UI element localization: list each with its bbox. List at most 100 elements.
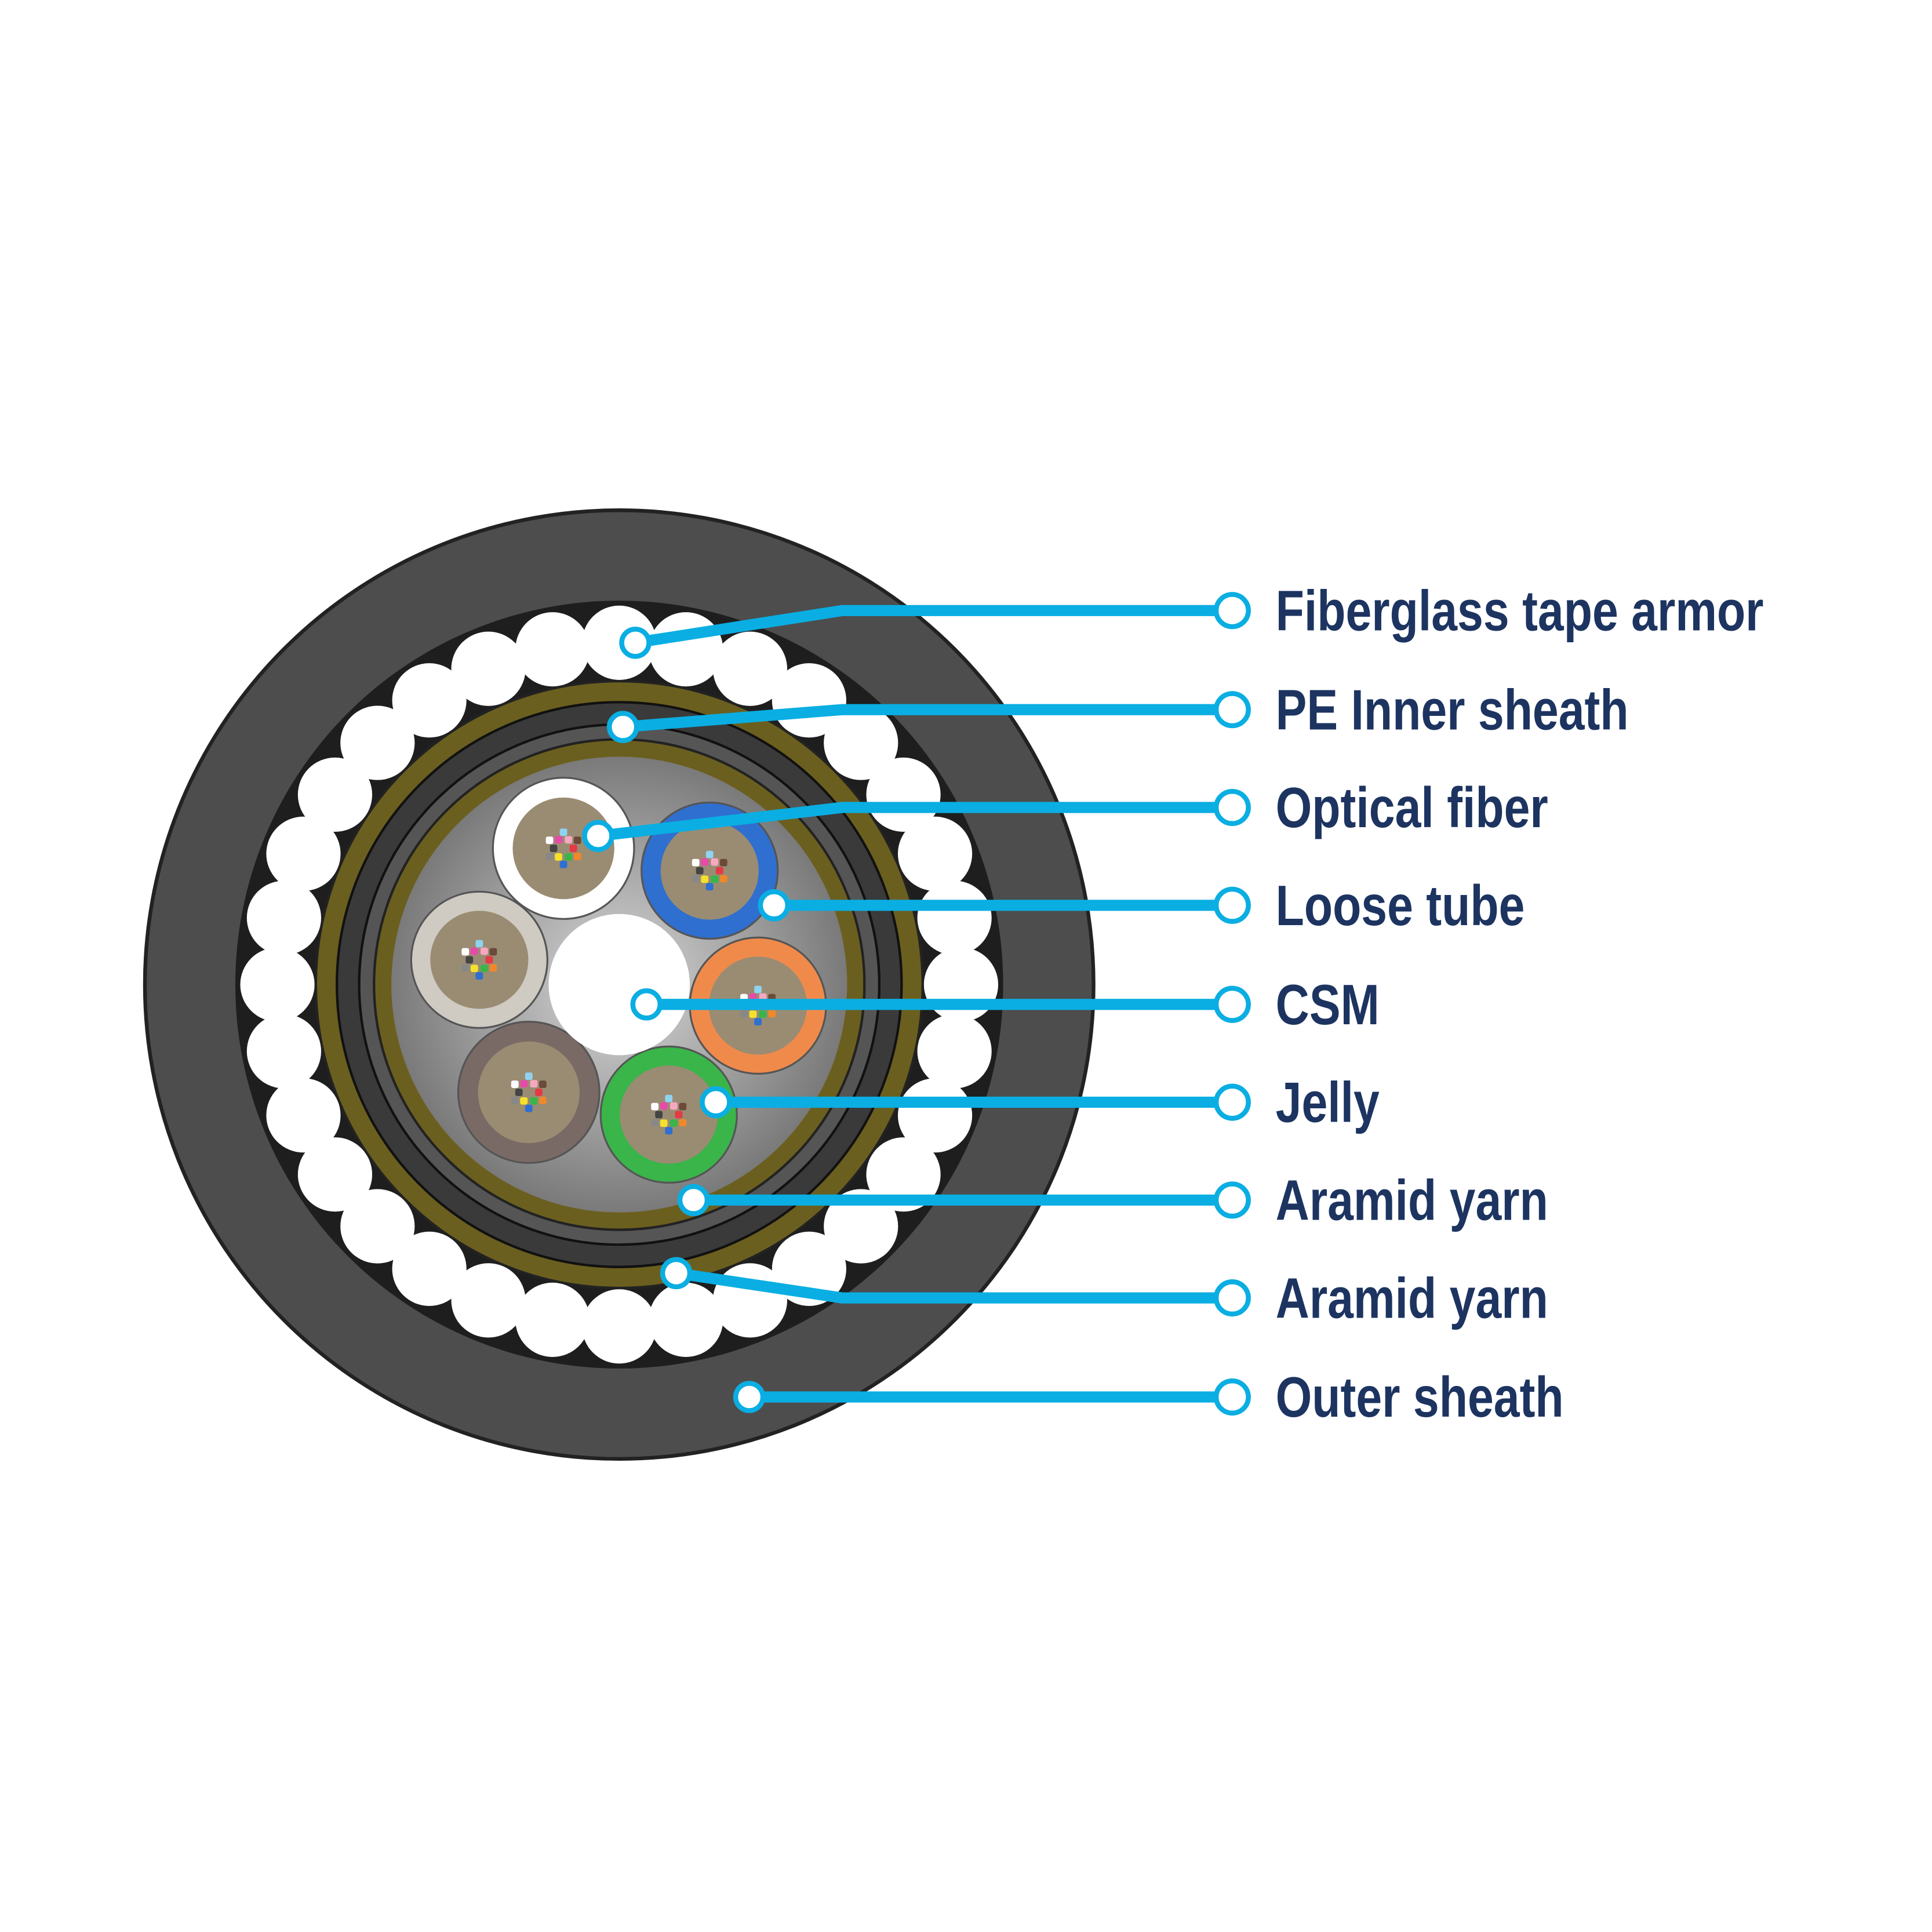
optical-fiber [539,1096,547,1104]
armor-bead [824,705,898,780]
optical-fiber [670,1102,678,1110]
armor-bead [649,1282,723,1357]
optical-fiber [470,965,478,973]
optical-fiber [461,964,470,972]
armor-bead [451,1263,526,1338]
optical-fiber [754,985,762,994]
optical-fiber [525,1104,533,1112]
optical-fiber [749,1010,757,1018]
armor-bead [824,1189,898,1264]
optical-fiber [565,836,573,844]
optical-fiber [719,858,727,867]
armor-bead [923,947,999,1022]
callout-loose-tube: Loose tube [758,875,1525,938]
callout-label: Aramid yarn [1276,1267,1548,1330]
callout-csm: CSM [630,973,1380,1037]
optical-fiber [660,1119,668,1127]
optical-fiber [719,875,727,883]
armor-bead [392,1231,467,1306]
optical-fiber [530,1080,538,1088]
callout-label: Outer sheath [1276,1366,1564,1429]
loose-tube [492,777,635,920]
optical-fiber [651,1119,659,1127]
armor-bead [515,612,590,687]
optical-fiber [715,867,723,875]
optical-fiber [701,858,709,866]
optical-fiber [675,1111,683,1119]
optical-fiber [520,1080,528,1088]
optical-fiber [480,947,488,955]
loose-tubes [410,777,827,1184]
optical-fiber [555,836,562,844]
anchor-dot [630,988,663,1021]
optical-fiber [759,1010,767,1018]
optical-fiber [651,1103,659,1111]
optical-fiber [520,1097,528,1105]
optical-fiber [573,836,581,845]
label-dot [1213,985,1251,1023]
optical-fiber [569,845,577,852]
optical-fiber [692,858,700,867]
label-dot [1213,886,1251,924]
optical-fiber [711,858,719,866]
loose-tube [410,890,548,1029]
armor-bead [297,757,373,832]
optical-fiber [696,867,704,875]
loose-tube [641,801,779,940]
callout-fiberglass-tape-armor: Fiberglass tape armor [619,580,1764,659]
anchor-dot [733,1381,766,1413]
leader-line [634,605,1232,649]
anchor-dot [582,820,614,852]
leader-line [622,704,1232,733]
optical-fiber [475,940,483,948]
anchor-dot [677,1184,710,1217]
optical-fiber [705,883,714,891]
armor-bead [246,1014,322,1089]
callout-label: Loose tube [1276,875,1525,938]
optical-fiber [461,948,470,956]
optical-fiber [705,850,714,858]
optical-fiber [670,1119,678,1127]
armor-bead [451,631,526,706]
callout-aramid-yarn: Aramid yarn [677,1169,1548,1232]
optical-fiber [655,1111,663,1119]
csm-central-member [548,914,690,1056]
armor-bead [866,757,941,832]
optical-fiber [565,853,573,861]
anchor-dot [660,1257,693,1290]
callout-label: Aramid yarn [1276,1169,1548,1232]
optical-fiber [515,1089,523,1096]
optical-fiber [465,956,474,964]
armor-bead [240,947,315,1022]
cable [143,508,1096,1461]
callout-label: Jelly [1276,1071,1380,1134]
label-dot [1213,1083,1251,1121]
optical-fiber [489,964,497,972]
optical-fiber [485,956,493,964]
leader-line [597,802,1232,842]
optical-fiber [665,1094,673,1103]
optical-fiber [740,1010,748,1018]
optical-fiber [475,972,483,980]
optical-fiber [768,1010,776,1018]
loose-tube [599,1045,738,1184]
armor-bead [866,1137,941,1212]
anchor-dot [700,1086,732,1119]
anchor-dot [619,627,652,659]
optical-fiber [660,1102,668,1110]
armor-bead [340,705,415,780]
callout-label: Optical fiber [1276,777,1548,840]
armor-bead [297,1137,373,1212]
optical-fiber [525,1072,533,1080]
anchor-dot [606,711,639,743]
optical-fiber [692,875,700,883]
optical-fiber [545,836,554,845]
optical-fiber [470,947,478,955]
optical-fiber [550,845,558,852]
callout-jelly: Jelly [700,1071,1380,1135]
label-dot [1213,788,1251,827]
label-dot [1213,592,1251,630]
optical-fiber [489,948,497,956]
optical-fiber [711,875,719,883]
